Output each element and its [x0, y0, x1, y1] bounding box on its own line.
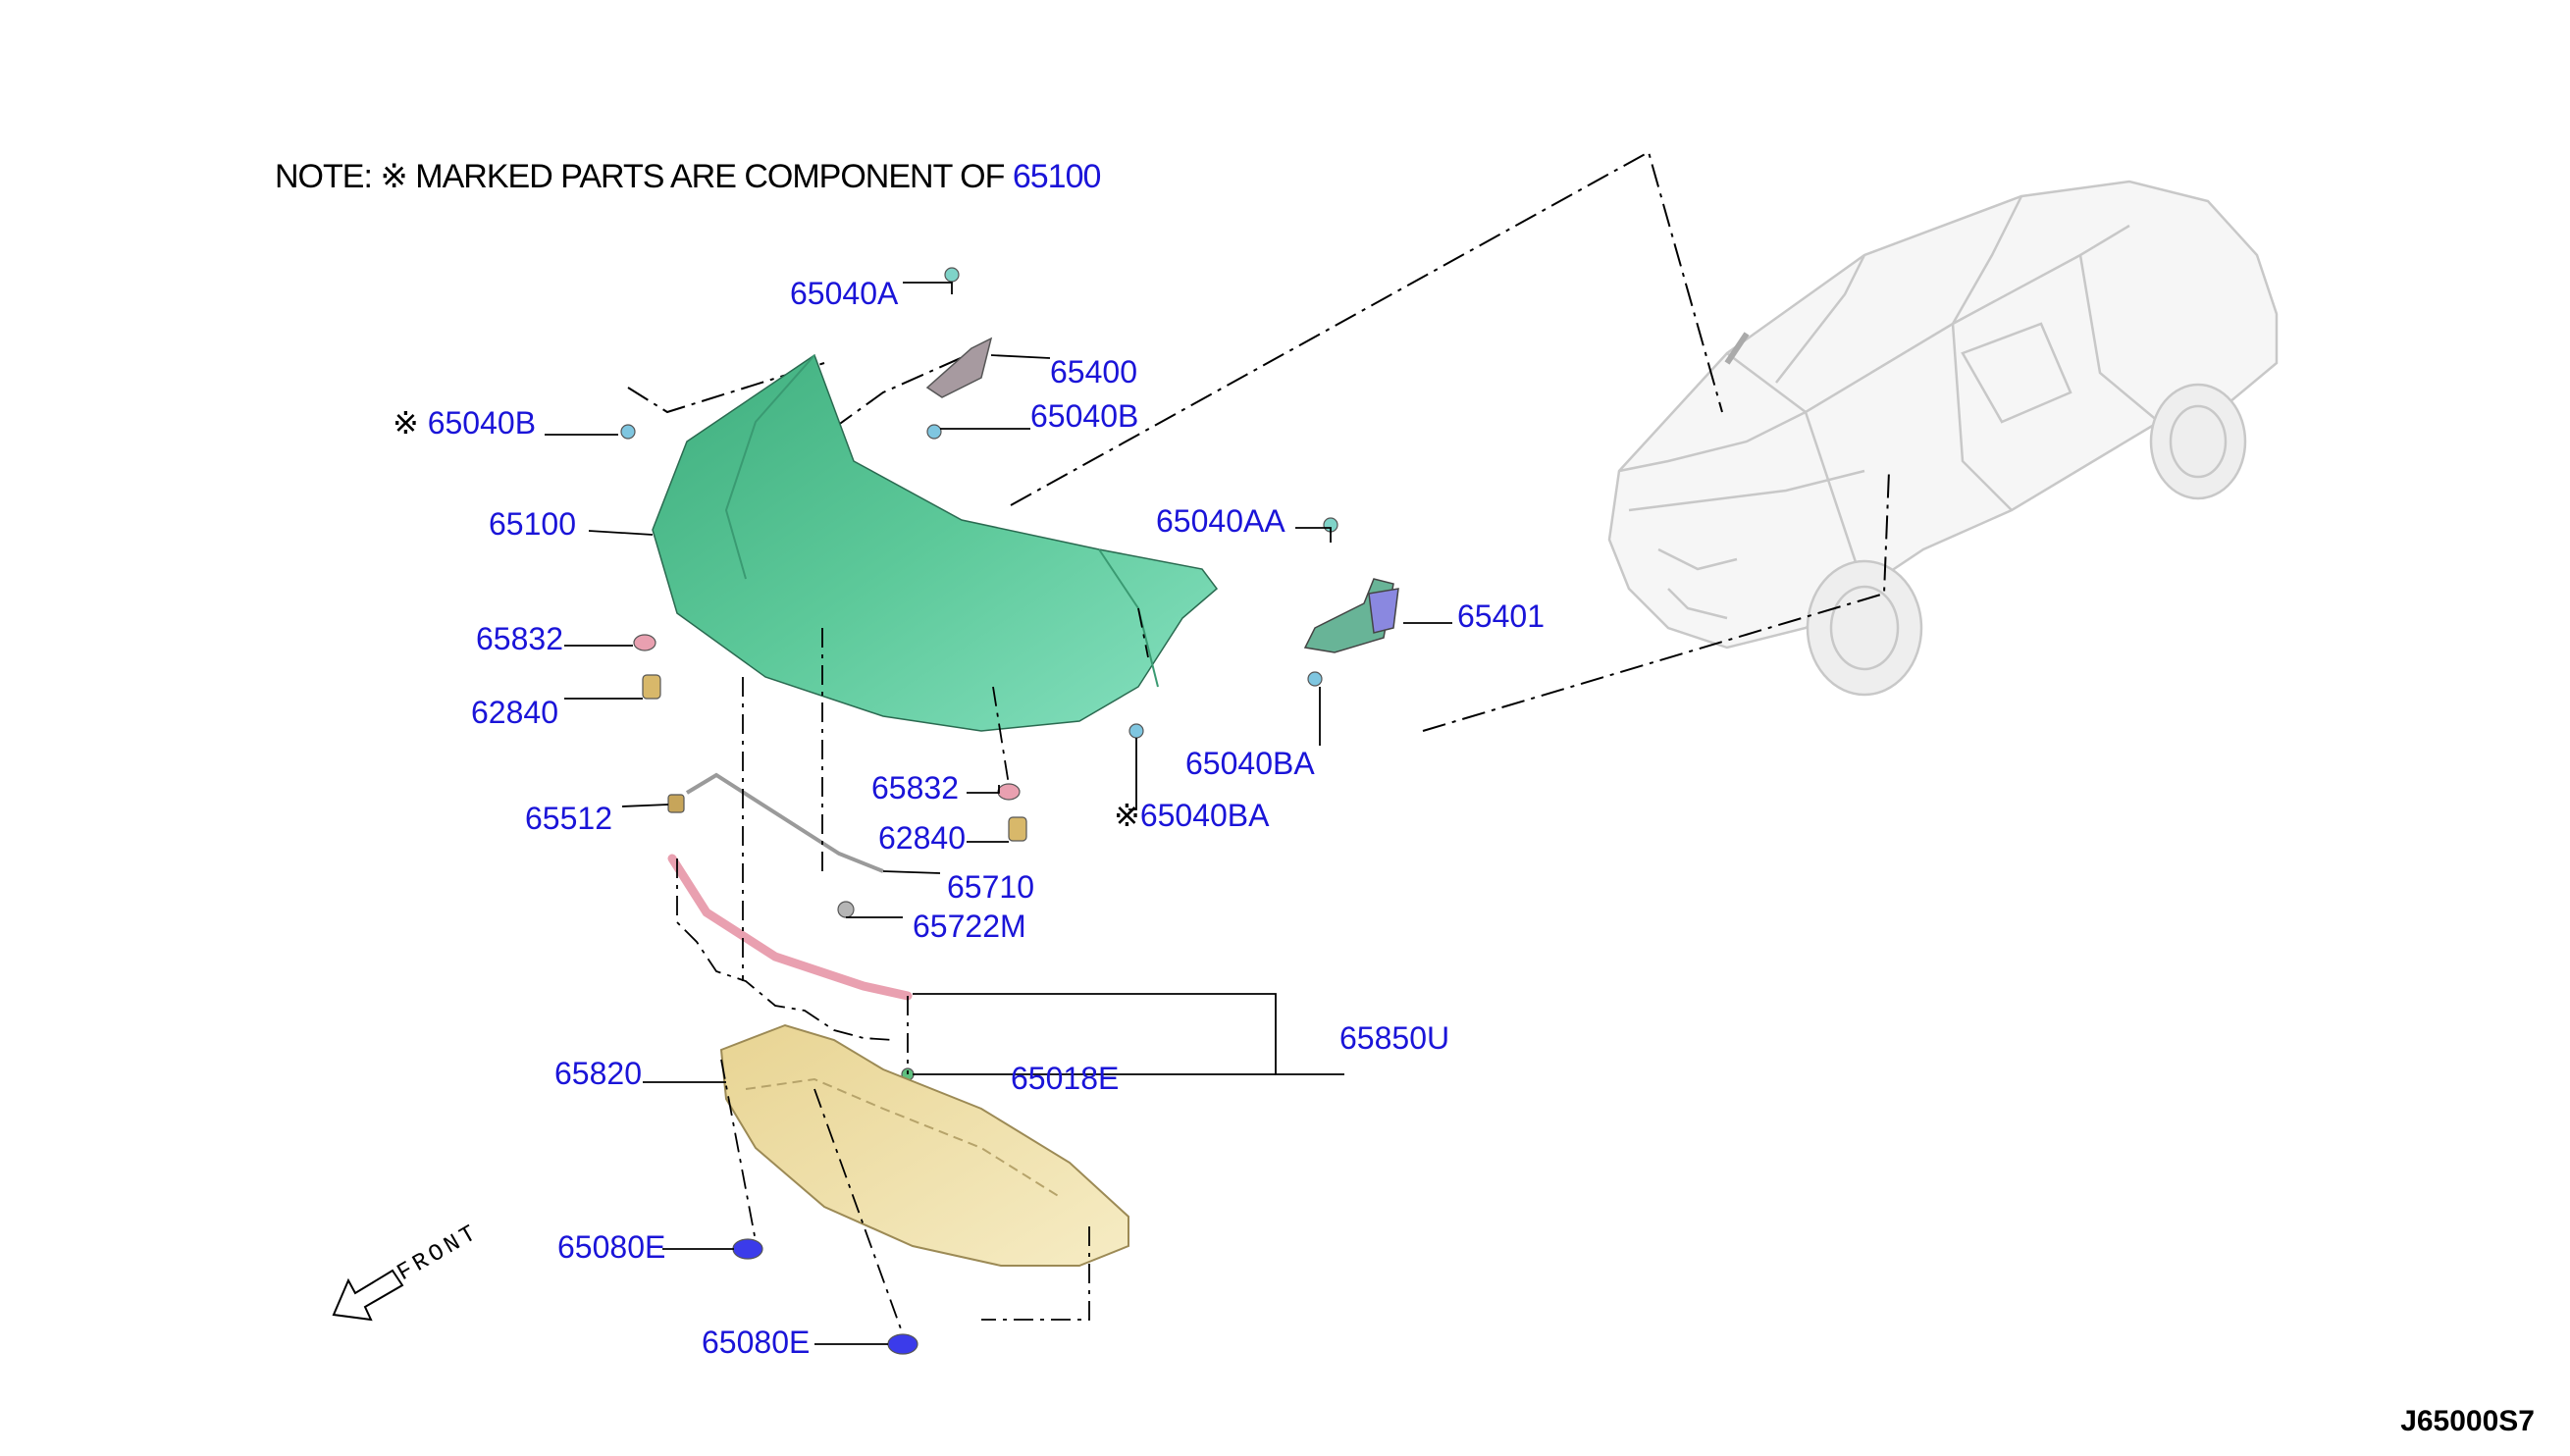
part-label-65401[interactable]: 65401	[1457, 598, 1545, 634]
part-label-65040B-left[interactable]: ※ 65040B	[393, 405, 537, 441]
part-label-65080E-1[interactable]: 65080E	[557, 1229, 666, 1265]
part-label-65850U[interactable]: 65850U	[1339, 1020, 1450, 1056]
hood-insulator	[719, 1023, 1129, 1267]
part-label-65040B-right[interactable]: 65040B	[1030, 398, 1139, 434]
hood-hinge-right	[1303, 578, 1399, 653]
front-label: FRONT	[393, 1220, 485, 1287]
part-label-65040AA[interactable]: 65040AA	[1156, 503, 1285, 539]
part-label-62840-center[interactable]: 62840	[878, 820, 966, 856]
label-leaders	[545, 282, 1452, 1345]
note-part-ref[interactable]: 65100	[1012, 158, 1102, 195]
front-direction-arrow	[332, 1269, 404, 1322]
part-label-65400[interactable]: 65400	[1050, 354, 1137, 390]
part-label-65820[interactable]: 65820	[554, 1056, 642, 1091]
part-label-65722M[interactable]: 65722M	[913, 909, 1026, 944]
hood-release-cable	[685, 772, 884, 873]
hood-seal	[667, 854, 913, 1001]
part-label-65100[interactable]: 65100	[489, 506, 576, 542]
vehicle-illustration	[1607, 180, 2279, 697]
hood-hinge-left	[925, 337, 993, 398]
part-label-65512[interactable]: 65512	[525, 801, 612, 836]
part-label-65040BA-1[interactable]: 65040BA	[1185, 746, 1315, 781]
diagram-note: NOTE: ※ MARKED PARTS ARE COMPONENT OF 65…	[275, 157, 1102, 196]
note-text: MARKED PARTS ARE COMPONENT OF	[406, 158, 1013, 195]
part-label-65018E[interactable]: 65018E	[1011, 1061, 1120, 1096]
part-label-65710[interactable]: 65710	[947, 869, 1034, 905]
part-label-65040BA-2[interactable]: ※65040BA	[1114, 798, 1270, 833]
alignment-lines	[676, 607, 1149, 1335]
part-label-65832-center[interactable]: 65832	[871, 770, 959, 806]
note-mark: ※	[380, 158, 407, 195]
hood-panel	[652, 353, 1219, 732]
part-label-62840-left[interactable]: 62840	[471, 695, 558, 730]
part-label-65832-left[interactable]: 65832	[476, 621, 563, 656]
diagram-code: J65000S7	[2400, 1405, 2535, 1437]
note-prefix: NOTE:	[275, 158, 381, 195]
part-label-65080E-2[interactable]: 65080E	[702, 1325, 811, 1360]
part-label-65040A[interactable]: 65040A	[790, 276, 899, 311]
